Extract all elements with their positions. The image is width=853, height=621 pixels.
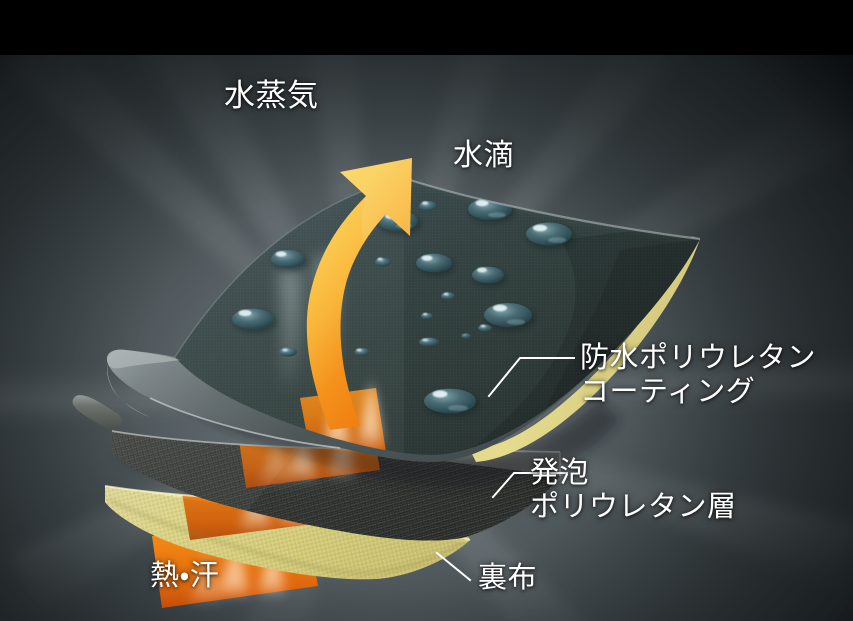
- leader-line-coating: [487, 357, 575, 398]
- label-foam: 発泡 ポリウレタン層: [530, 455, 737, 524]
- coating-left-flap: [106, 349, 341, 449]
- water-droplet: [526, 222, 575, 249]
- water-droplets: [232, 198, 575, 417]
- water-droplet: [271, 250, 308, 272]
- water-droplet: [478, 324, 492, 332]
- label-heat: 熱・汗: [150, 558, 220, 592]
- water-droplet: [461, 333, 471, 339]
- water-droplet: [419, 201, 437, 211]
- water-droplet: [441, 292, 455, 300]
- water-droplet: [354, 348, 370, 356]
- water-droplet: [484, 303, 535, 331]
- water-droplet: [279, 347, 297, 357]
- label-lining: 裏布: [478, 560, 538, 594]
- leader-line-foam: [491, 472, 568, 499]
- letterbox-top-bar: [0, 0, 853, 55]
- water-droplet: [416, 253, 455, 276]
- water-droplet: [375, 257, 391, 267]
- label-coating: 防水ポリウレタン コーティング: [580, 340, 817, 409]
- vapor-arrow: [306, 158, 412, 430]
- water-droplet: [232, 308, 277, 333]
- water-droplet: [424, 388, 479, 417]
- water-droplet: [419, 337, 439, 347]
- label-vapor: 水蒸気: [224, 78, 319, 114]
- water-droplet: [472, 266, 507, 287]
- water-droplet: [421, 312, 433, 320]
- label-droplet: 水滴: [453, 138, 514, 173]
- leader-line-lining: [435, 551, 472, 582]
